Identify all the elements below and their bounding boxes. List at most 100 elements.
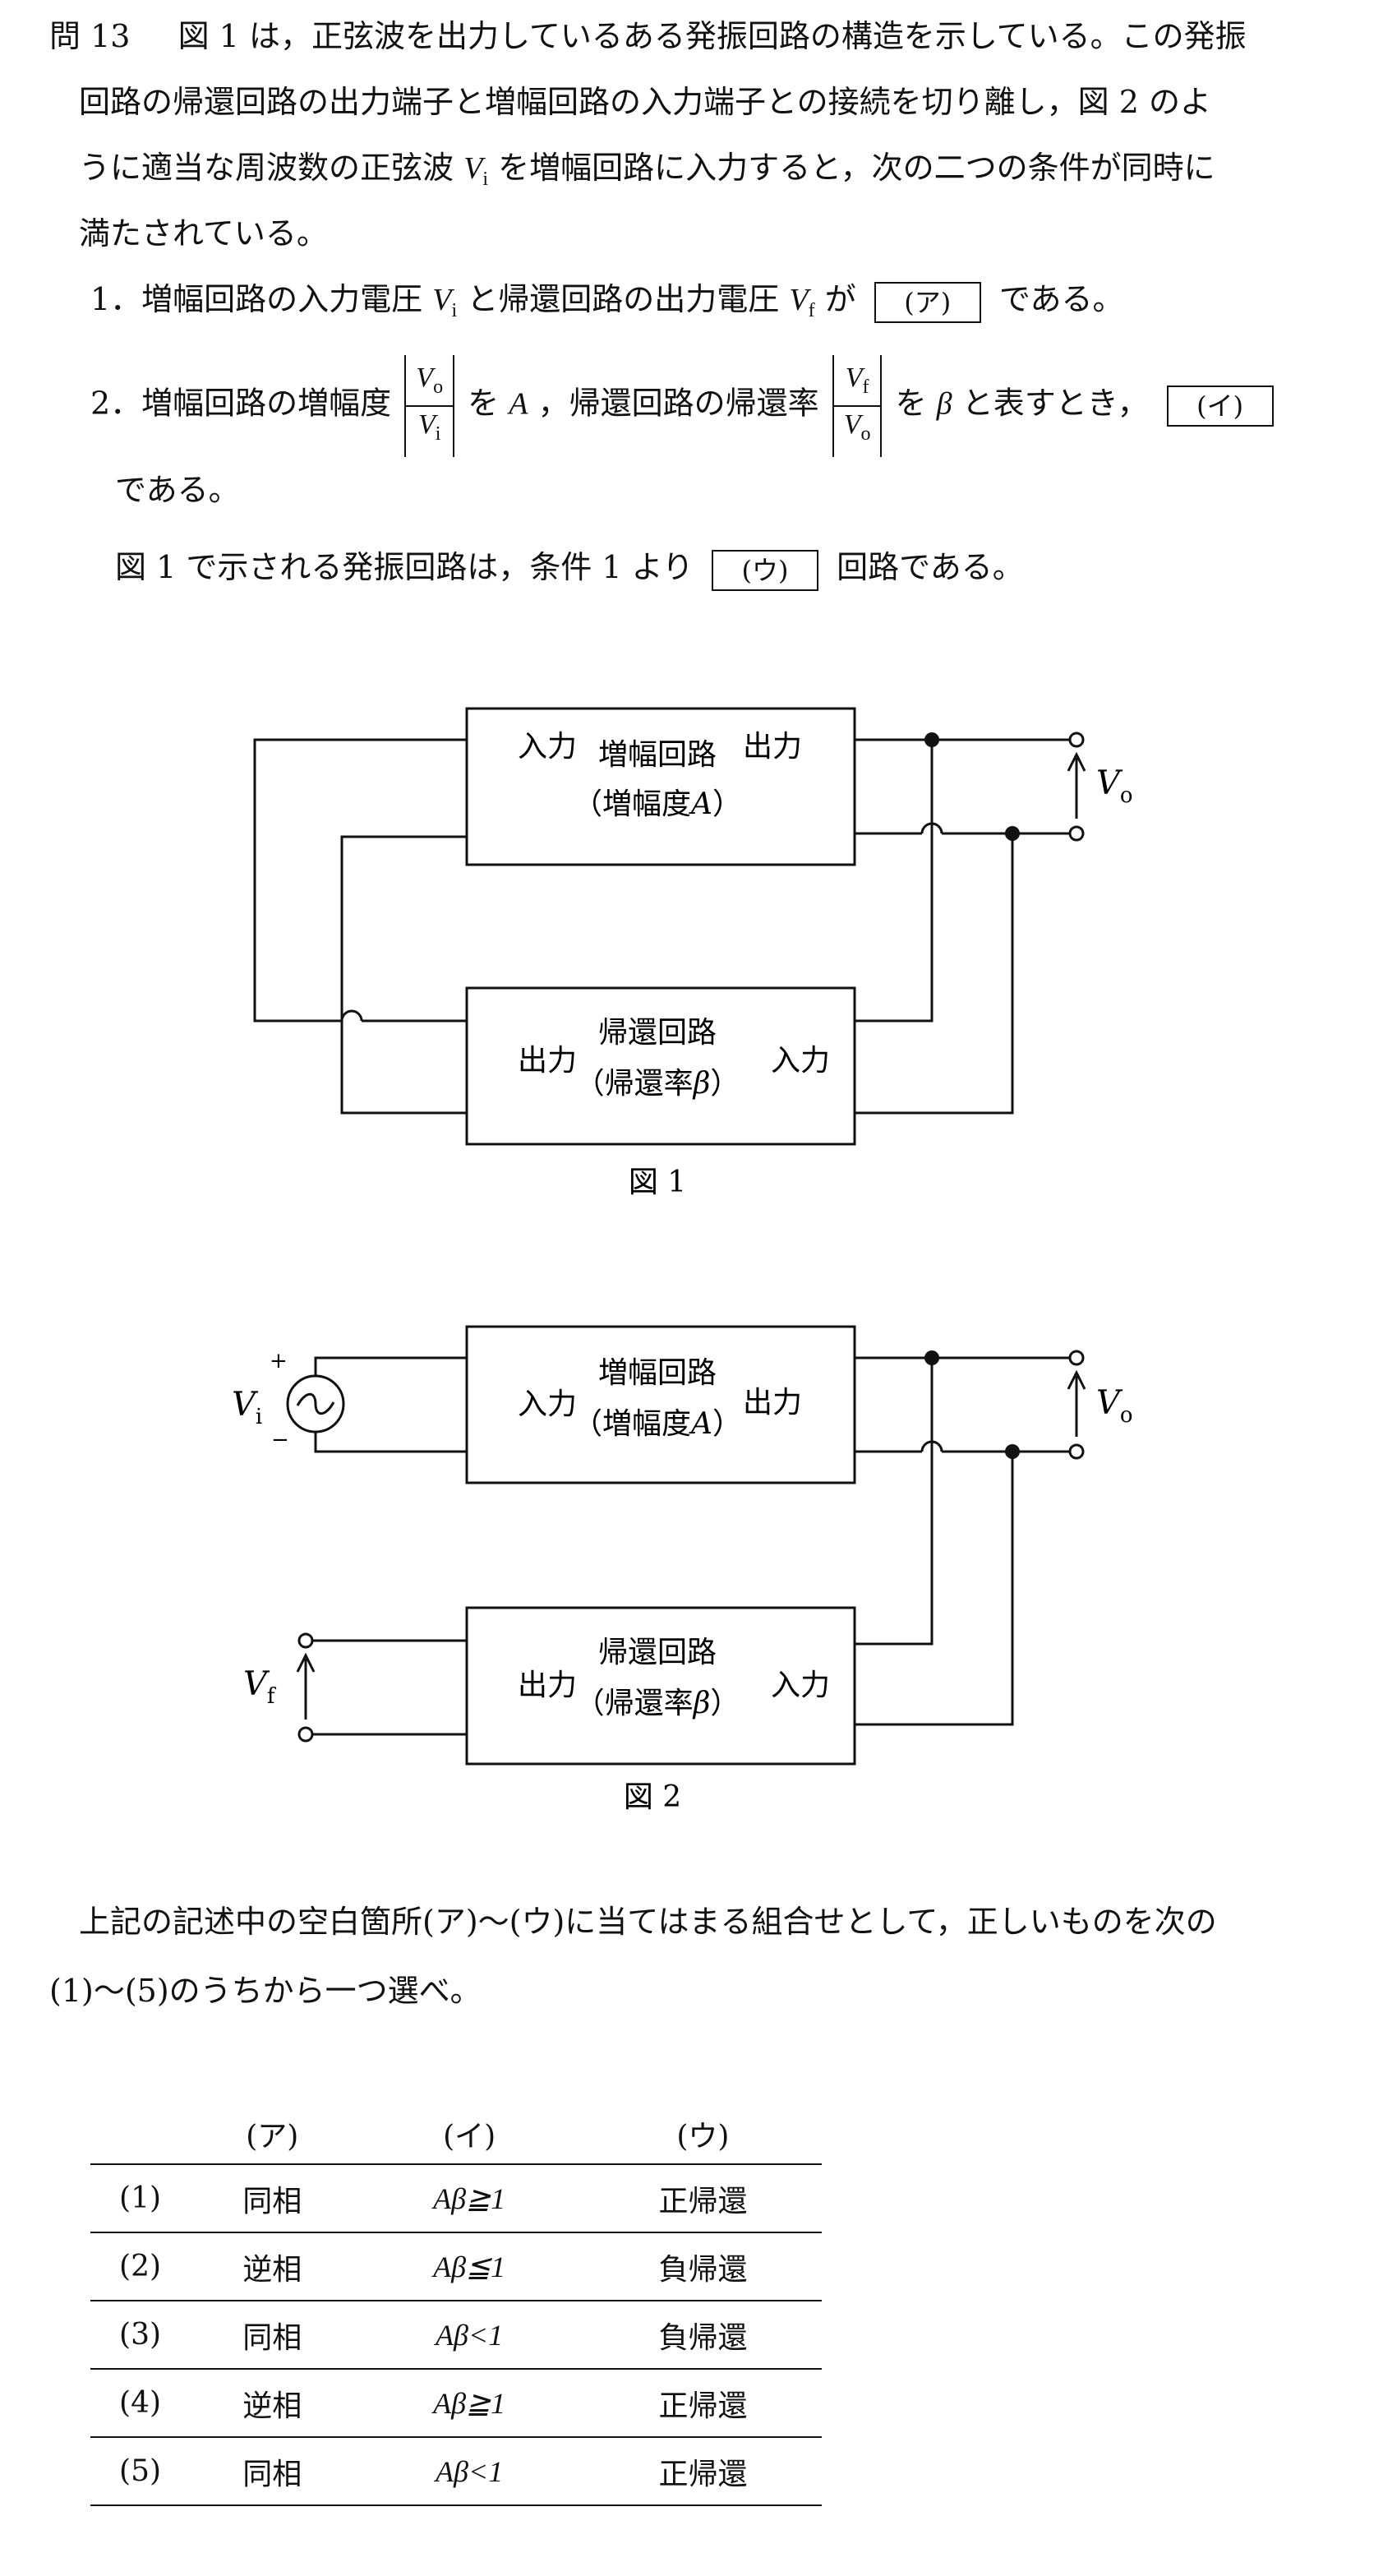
cond1-text-a: 1．増幅回路の入力電圧: [90, 281, 423, 317]
fig2-rate-close: ）: [710, 1687, 740, 1720]
fig1-amplifier-box: [465, 707, 856, 866]
cond1-text-d: である。: [998, 281, 1124, 317]
fb-num-v: V: [845, 362, 863, 393]
fig2-amplifier-box: [465, 1325, 856, 1484]
fig2-terminal-vf-bottom: [297, 1726, 314, 1743]
row-condition: Aβ≦1: [354, 2232, 584, 2301]
row-condition: Aβ<1: [354, 2436, 584, 2506]
intro-text-4: 満たされている。: [79, 215, 328, 252]
fig1-rate-sym: β: [692, 1067, 711, 1101]
question-number: 問 13: [49, 18, 131, 54]
fig2-terminal-vf-top: [297, 1632, 314, 1649]
cond2-text-d: を: [895, 385, 927, 422]
row-condition: Aβ<1: [354, 2300, 584, 2369]
row-feedback: 正帰還: [583, 2163, 822, 2232]
fig1-vo-label: Vo: [1096, 764, 1133, 808]
table-header-i: (イ): [354, 2104, 584, 2165]
condition-2: 2．増幅回路の増幅度 Vo Vi を A ，帰還回路の帰還率 Vf Vo を β…: [90, 355, 1282, 457]
fb-den-v: V: [843, 409, 861, 440]
intro-text-3b: を増幅回路に入力すると，次の二つの条件が同時に: [498, 150, 1215, 186]
fig1-wire-fb-in-bottom: [855, 833, 1014, 1115]
question-line-3: うに適当な周波数の正弦波 Vi を増幅回路に入力すると，次の二つの条件が同時に: [79, 150, 1215, 192]
fig1-wire-jump-left: [340, 1009, 363, 1022]
row-number: (1): [90, 2163, 191, 2232]
cond2-text-a: 2．増幅回路の増幅度: [90, 385, 392, 422]
fig1-node-bottom: [1005, 826, 1020, 841]
abs-bar-left-2: [832, 355, 834, 457]
fig2-caption: 図 2: [624, 1780, 681, 1814]
fig1-fb-rate: （帰還率β）: [575, 1067, 740, 1101]
fb-num-sub: f: [862, 376, 869, 398]
cond1-vi: Vi: [432, 283, 457, 321]
fig1-rate-close: ）: [710, 1067, 740, 1101]
fig1-gain-sym: A: [689, 787, 712, 821]
fig2-amp-input-label: 入力: [518, 1387, 577, 1421]
fig2-vi-v: V: [232, 1386, 259, 1424]
cond2-text-b: を: [468, 385, 500, 422]
cond2-beta-symbol: β: [936, 386, 952, 422]
fig2-wire-src-bottom: [314, 1432, 467, 1453]
fig2-wire-fb-in-top: [855, 1358, 934, 1646]
fig1-node-top: [924, 732, 939, 747]
row-phase: 同相: [190, 2300, 355, 2369]
cond1-vf: Vf: [789, 283, 814, 321]
fig2-fb-rate: （帰還率β）: [575, 1687, 740, 1720]
fig1-rate-text: （帰還率: [575, 1067, 694, 1101]
gain-num-sub: o: [433, 376, 444, 398]
cond2-text-c: ，帰還回路の帰還率: [537, 385, 819, 422]
cond1-vf-v: V: [789, 283, 809, 317]
condition-1: 1．増幅回路の入力電圧 Vi と帰還回路の出力電圧 Vf が (ア) である。: [90, 281, 1124, 323]
blank-a: (ア): [874, 281, 981, 323]
fig1-amp-output-label: 出力: [743, 730, 802, 764]
row-phase: 逆相: [190, 2232, 355, 2301]
abs-bar-right: [453, 355, 455, 457]
line-c-text-a: 図 1 で示される発振回路は，条件 1 より: [115, 549, 694, 585]
figure-1-wires: [253, 707, 1086, 1146]
row-number: (3): [90, 2300, 191, 2369]
fig2-rate-sym: β: [692, 1687, 711, 1720]
answer-table: (ア) (イ) (ウ) (1) 同相 Aβ≧1 正帰還 (2) 逆相 Aβ≦1 …: [90, 2104, 822, 2506]
row-phase: 同相: [190, 2163, 355, 2232]
blank-i: (イ): [1166, 385, 1274, 427]
fig2-vo-sub: o: [1120, 1403, 1133, 1428]
intro-text-2: 回路の帰還回路の出力端子と増幅回路の入力端子との接続を切り離し，図 2 のよ: [79, 84, 1211, 120]
fig1-fb-output-label: 出力: [518, 1044, 577, 1078]
abs-bar-left: [404, 355, 407, 457]
gain-numerator: Vo: [404, 360, 455, 407]
fig1-amp-input-label: 入力: [518, 730, 577, 764]
instruction-line-1: 上記の記述中の空白箇所(ア)〜(ウ)に当てはまる組合せとして，正しいものを次の: [79, 1904, 1217, 1940]
gain-denominator: Vi: [404, 407, 454, 452]
fig2-node-bottom: [1005, 1444, 1020, 1459]
gain-den-sub: i: [435, 423, 441, 445]
fig1-amp-gain: （増幅度A）: [573, 787, 742, 821]
fig2-terminal-vo-bottom: [1068, 1443, 1085, 1460]
fig2-fb-title: 帰還回路: [598, 1636, 717, 1669]
cond1-vi-v: V: [432, 283, 452, 317]
fb-denominator: Vo: [832, 407, 883, 452]
fig2-vf-v: V: [243, 1665, 270, 1703]
fig2-gain-text: （増幅度: [573, 1407, 691, 1441]
row-number: (4): [90, 2368, 191, 2437]
fig1-amp-title: 増幅回路: [598, 738, 717, 772]
intro-text-3a: うに適当な周波数の正弦波: [79, 150, 454, 186]
table-row: (1) 同相 Aβ≧1 正帰還: [90, 2163, 822, 2232]
row-number: (2): [90, 2232, 191, 2301]
fig1-vo-v: V: [1096, 764, 1123, 802]
fig2-gain-close: ）: [712, 1407, 742, 1441]
table-header-u: (ウ): [583, 2104, 822, 2165]
table-row: (3) 同相 Aβ<1 負帰還: [90, 2300, 822, 2369]
vi-symbol-v: V: [463, 151, 483, 186]
fig1-wire-fb-in-top: [855, 740, 934, 1023]
fig2-vf-label: Vf: [243, 1665, 277, 1709]
fig2-vo-arrow-head: [1067, 1369, 1086, 1390]
fig2-vf-sub: f: [267, 1684, 277, 1709]
line-c-text-b: 回路である。: [837, 549, 1024, 585]
instruction-line-2: (1)〜(5)のうちから一つ選べ。: [49, 1973, 482, 2009]
fig1-fb-input-label: 入力: [771, 1044, 830, 1078]
cond1-text-c: が: [824, 281, 856, 317]
fig2-wire-src-top: [314, 1356, 467, 1376]
vi-symbol-sub: i: [482, 169, 488, 190]
table-row: (4) 逆相 Aβ≧1 正帰還: [90, 2368, 822, 2437]
